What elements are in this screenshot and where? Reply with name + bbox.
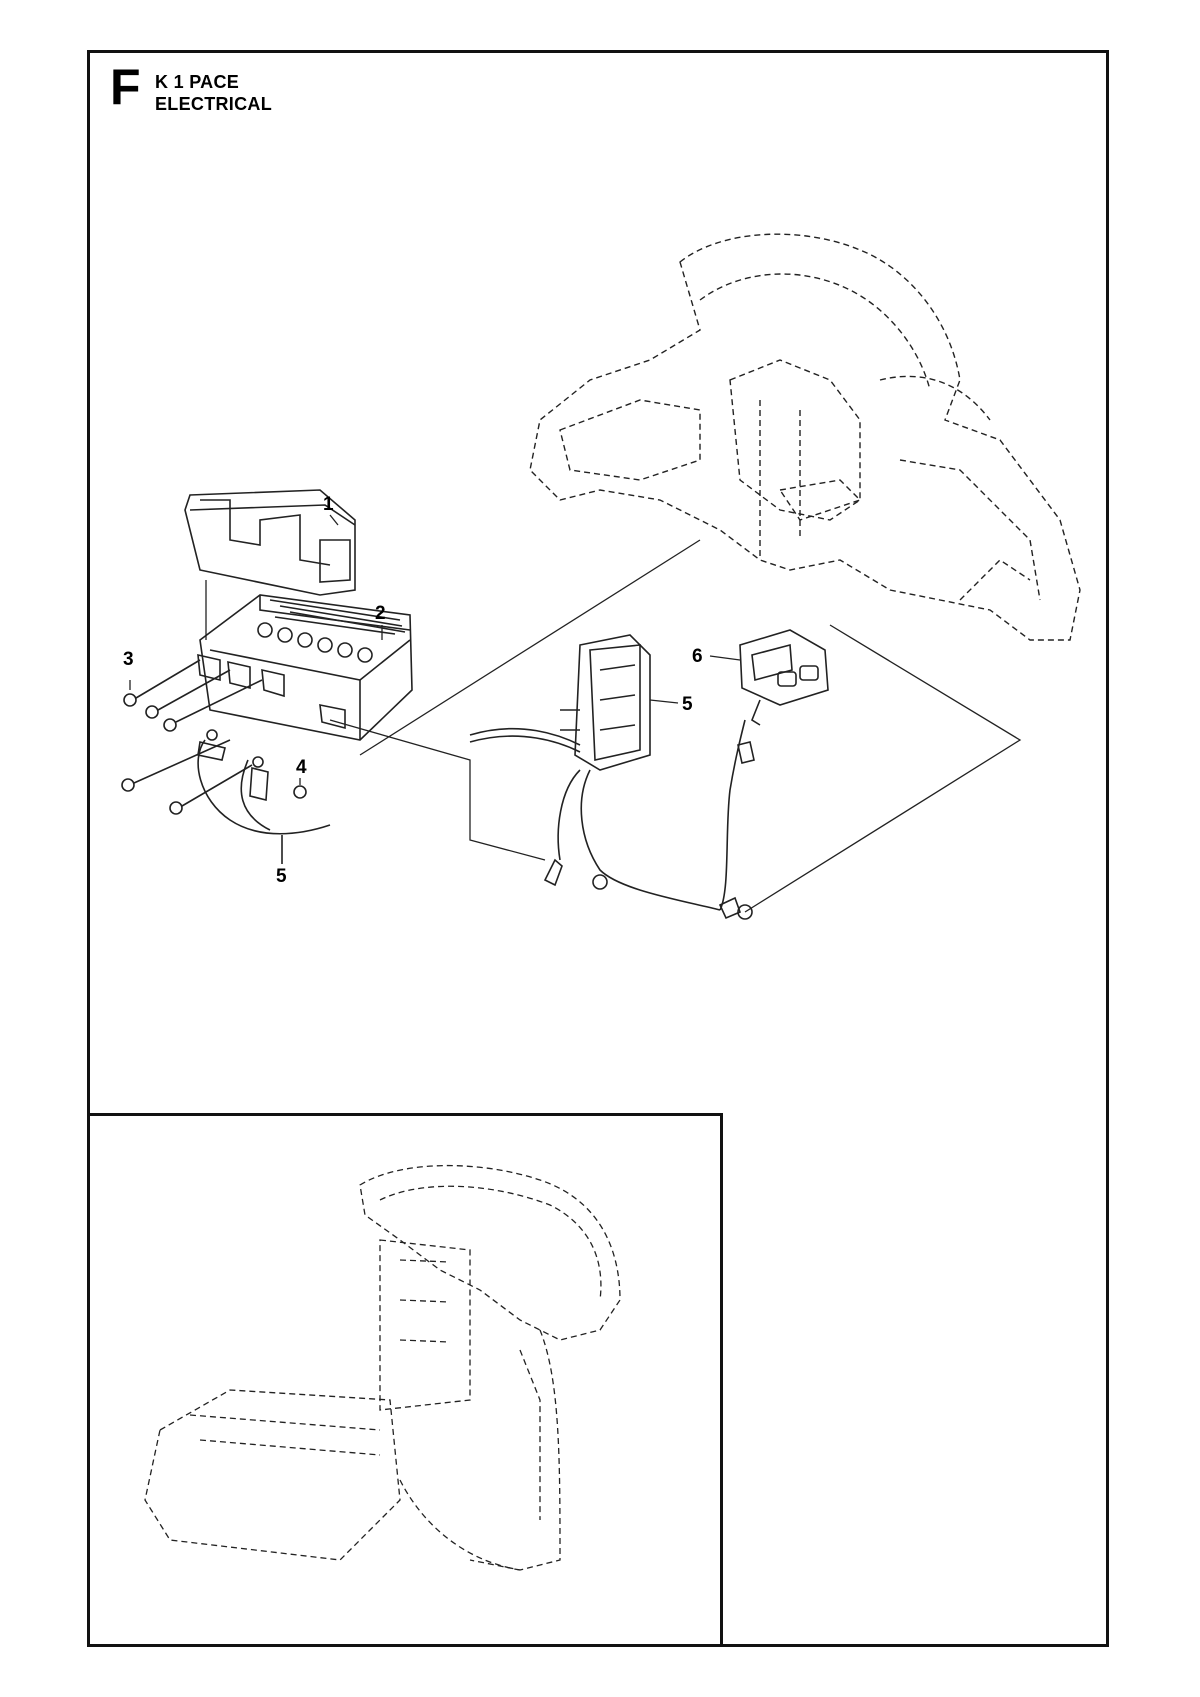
model-name: K 1 PACE	[155, 72, 240, 92]
part-5-power-cable	[197, 729, 331, 864]
machine-housing-phantom	[529, 233, 1081, 641]
section-letter: F	[110, 59, 141, 115]
inset-frame	[87, 1113, 723, 1647]
part-1-cover	[184, 489, 356, 596]
callout-5-cable: 5	[276, 866, 287, 887]
part-6-display	[739, 629, 829, 726]
callout-2: 2	[375, 603, 386, 624]
callout-5-harness: 5	[682, 694, 693, 715]
part-2-control-unit	[197, 594, 413, 741]
leader-lines	[129, 514, 1022, 913]
screws	[121, 659, 307, 815]
callout-6: 6	[692, 646, 703, 667]
page-title: K 1 PACE ELECTRICAL	[155, 71, 272, 115]
callout-4: 4	[296, 757, 307, 778]
callout-3: 3	[123, 649, 134, 670]
part-5-wiring-harness	[469, 634, 755, 920]
callout-1: 1	[323, 494, 334, 515]
inset-assembly-phantom	[144, 1164, 621, 1571]
group-name: ELECTRICAL	[155, 94, 272, 114]
